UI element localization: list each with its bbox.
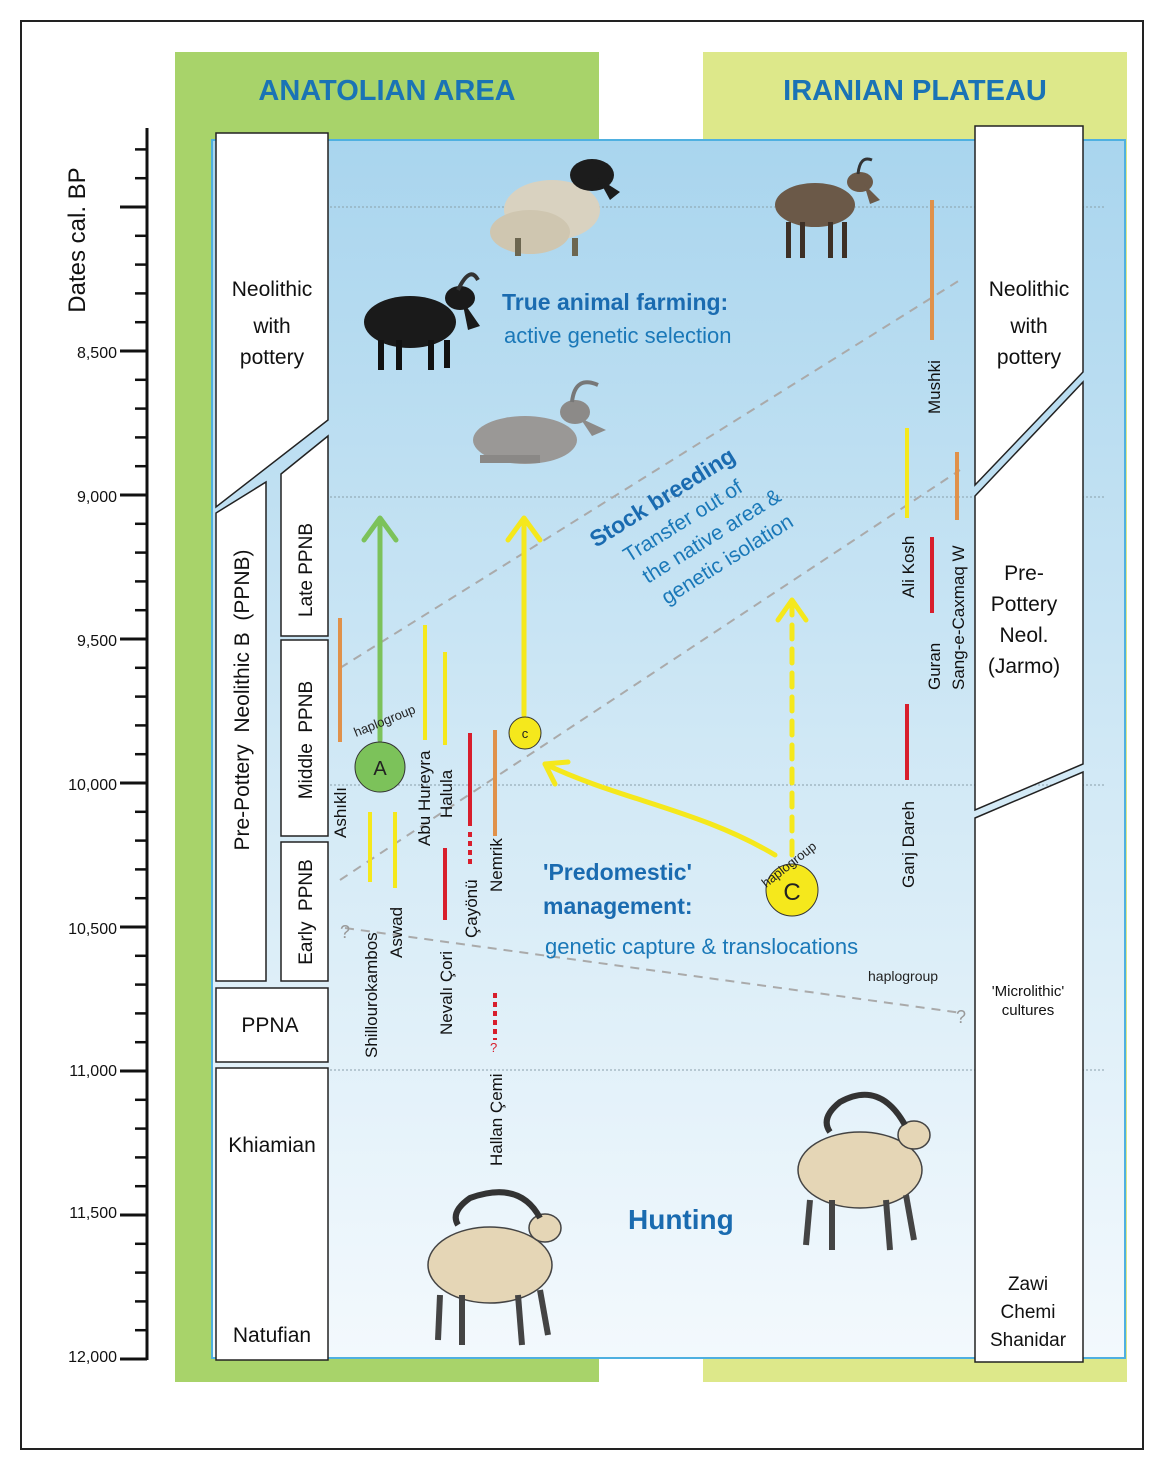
anatolian-title: ANATOLIAN AREA: [258, 75, 515, 107]
right-period-column: [974, 125, 1084, 1363]
goat-grey-lying-icon: [473, 380, 606, 464]
tick-label-9000: 9,000: [77, 489, 117, 506]
yellow-dashed-arrow-head: [775, 597, 809, 623]
right-zawi-label-1: Zawi: [1008, 1274, 1048, 1295]
left-khiamian-natufian-box: [215, 1067, 329, 1361]
ibex-left-icon: [427, 1189, 562, 1346]
site-guran: Guran: [925, 643, 944, 690]
right-pre-pottery-box: [974, 380, 1084, 812]
goat-black-icon: [364, 272, 480, 370]
question-mark-right: ?: [956, 1007, 966, 1027]
left-ppna-label: PPNA: [241, 1014, 298, 1037]
left-middle-ppnb-box: [280, 639, 329, 837]
site-nevali-cori: Nevalı Çori: [437, 951, 456, 1035]
tick-label-11500: 11,500: [69, 1205, 117, 1222]
left-late-ppnb-label: Late PPNB: [296, 523, 317, 617]
question-mark-left: ?: [340, 922, 350, 942]
right-neolithic-label-1: Neolithic: [989, 278, 1070, 301]
tick-label-8500: 8,500: [77, 345, 117, 362]
left-early-ppnb-label: Early PPNB: [296, 859, 317, 965]
right-neolithic-label-2: with: [1009, 315, 1047, 338]
left-middle-ppnb-label: Middle PPNB: [296, 681, 317, 799]
left-late-ppnb-box: [280, 434, 329, 637]
true-farming-sub: active genetic selection: [504, 323, 731, 348]
right-zawi-label-2: Chemi: [1001, 1302, 1056, 1323]
site-halula: Halula: [437, 769, 456, 818]
site-shillourokambos: Shillourokambos: [362, 932, 381, 1058]
tick-label-9500: 9,500: [77, 633, 117, 650]
left-neolithic-label-2: with: [252, 315, 290, 338]
right-jarmo-label-1: Pre-: [1004, 562, 1044, 585]
site-hallan-cemi: Hallan Çemi: [487, 1073, 506, 1166]
left-neolithic-label-1: Neolithic: [232, 278, 313, 301]
site-ganj-dareh: Ganj Dareh: [899, 801, 918, 888]
haplogroup-note: haplogroup: [868, 968, 938, 984]
left-ppna-box: [215, 987, 329, 1063]
yellow-curved-arrow: [542, 761, 778, 858]
goat-long-hair-icon: [490, 159, 620, 256]
yellow-arrow-head: [505, 515, 543, 543]
tick-label-11000: 11,000: [69, 1063, 117, 1080]
dashed-diagonals: [339, 279, 963, 1014]
right-microlithic-zawi-box: [974, 770, 1084, 1363]
haplogroup-c: C haplogroup: [759, 838, 819, 917]
site-ali-kosh: Ali Kosh: [899, 536, 918, 598]
left-early-ppnb-box: [280, 841, 329, 982]
left-neolithic-label-3: pottery: [240, 346, 305, 369]
arrows: [361, 515, 809, 858]
axis-label: Dates cal. BP: [64, 167, 91, 312]
y-axis-ticks: [120, 148, 147, 1361]
iranian-title: IRANIAN PLATEAU: [783, 75, 1047, 107]
site-ashikli: Ashıklı: [331, 787, 350, 838]
haplogroup-a-label: A: [373, 758, 387, 780]
left-natufian-label: Natufian: [233, 1324, 311, 1347]
site-aswad: Aswad: [387, 907, 406, 958]
site-bars: [338, 200, 959, 1040]
tick-label-10500: 10,500: [68, 921, 117, 938]
goat-brown-iranian-icon: [775, 157, 880, 258]
site-mushki: Mushki: [925, 360, 944, 414]
right-neolithic-label-3: pottery: [997, 346, 1062, 369]
right-jarmo-label-3: Neol.: [999, 624, 1048, 647]
right-jarmo-label-2: Pottery: [991, 593, 1058, 616]
haplogroup-c-label: C: [783, 879, 800, 906]
right-jarmo-label-4: (Jarmo): [988, 655, 1060, 678]
haplogroup-c-small-label: c: [522, 726, 529, 741]
left-ppnb-box: [215, 480, 267, 982]
site-sang: Sang-e-Caxmaq W: [949, 545, 968, 690]
right-zawi-label-3: Shanidar: [990, 1330, 1067, 1351]
green-arrow-head: [361, 515, 399, 543]
site-abu-hureyra: Abu Hureyra: [415, 750, 434, 846]
hunting-label: Hunting: [628, 1204, 734, 1235]
predomestic-line1: 'Predomestic': [543, 859, 692, 885]
right-neolithic-pottery-box: [974, 125, 1084, 487]
question-mark-hallan: ?: [490, 1040, 497, 1055]
axis-tick-labels: 8,500 9,000 9,500 10,000 10,500 11,000 1…: [68, 345, 117, 1366]
left-neolithic-pottery-box: [215, 132, 329, 509]
right-microlithic-label-2: cultures: [1002, 1002, 1055, 1019]
left-khiamian-label: Khiamian: [228, 1134, 316, 1157]
predomestic-line2: management:: [543, 893, 693, 919]
yellow-curved-arrow-head: [542, 759, 571, 787]
haplogroup-c-small: c: [508, 716, 542, 750]
predomestic-sub: genetic capture & translocations: [545, 934, 858, 959]
right-microlithic-label-1: 'Microlithic': [992, 983, 1065, 1000]
true-farming-title: True animal farming:: [502, 289, 728, 315]
left-period-column: [215, 132, 329, 1361]
left-ppnb-label: Pre-Pottery Neolithic B (PPNB): [231, 549, 254, 850]
tick-label-10000: 10,000: [68, 777, 117, 794]
tick-label-12000: 12,000: [68, 1349, 117, 1366]
ibex-right-icon: [797, 1091, 931, 1251]
site-nemrik: Nemrik: [487, 838, 506, 892]
site-cayonu: Çayönü: [462, 879, 481, 938]
